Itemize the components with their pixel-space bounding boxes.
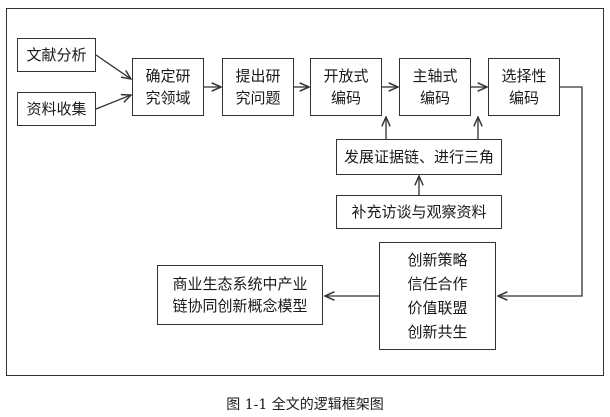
node-evidence-chain: 发展证据链、进行三角 — [336, 139, 502, 175]
node-axial-coding: 主轴式 编码 — [399, 58, 471, 116]
node-open-coding-label: 开放式 编码 — [323, 67, 369, 107]
node-selective-coding: 选择性 编码 — [488, 58, 560, 116]
node-supplementary-data-label: 补充访谈与观察资料 — [351, 203, 487, 221]
node-innovation-strategies: 创新策略 信任合作 价值联盟 创新共生 — [379, 242, 496, 350]
node-research-question-label: 提出研 究问题 — [235, 67, 281, 107]
node-literature-analysis: 文献分析 — [17, 38, 96, 72]
node-open-coding: 开放式 编码 — [310, 58, 382, 116]
node-research-question: 提出研 究问题 — [222, 58, 294, 116]
diagram-frame — [6, 8, 604, 376]
node-concept-model: 商业生态系统中产业 链协同创新概念模型 — [157, 265, 323, 325]
node-innovation-strategies-label: 创新策略 信任合作 价值联盟 创新共生 — [407, 251, 468, 341]
node-literature-analysis-label: 文献分析 — [26, 46, 87, 64]
node-supplementary-data: 补充访谈与观察资料 — [336, 195, 502, 229]
node-data-collection: 资料收集 — [17, 92, 96, 126]
figure-caption: 图 1-1 全文的逻辑框架图 — [226, 397, 384, 413]
node-data-collection-label: 资料收集 — [26, 100, 87, 118]
node-concept-model-label: 商业生态系统中产业 链协同创新概念模型 — [172, 275, 308, 315]
node-evidence-chain-label: 发展证据链、进行三角 — [343, 148, 494, 166]
node-research-field: 确定研 究领域 — [132, 58, 204, 116]
node-selective-coding-label: 选择性 编码 — [501, 67, 547, 107]
node-research-field-label: 确定研 究领域 — [145, 67, 191, 107]
node-axial-coding-label: 主轴式 编码 — [412, 67, 458, 107]
